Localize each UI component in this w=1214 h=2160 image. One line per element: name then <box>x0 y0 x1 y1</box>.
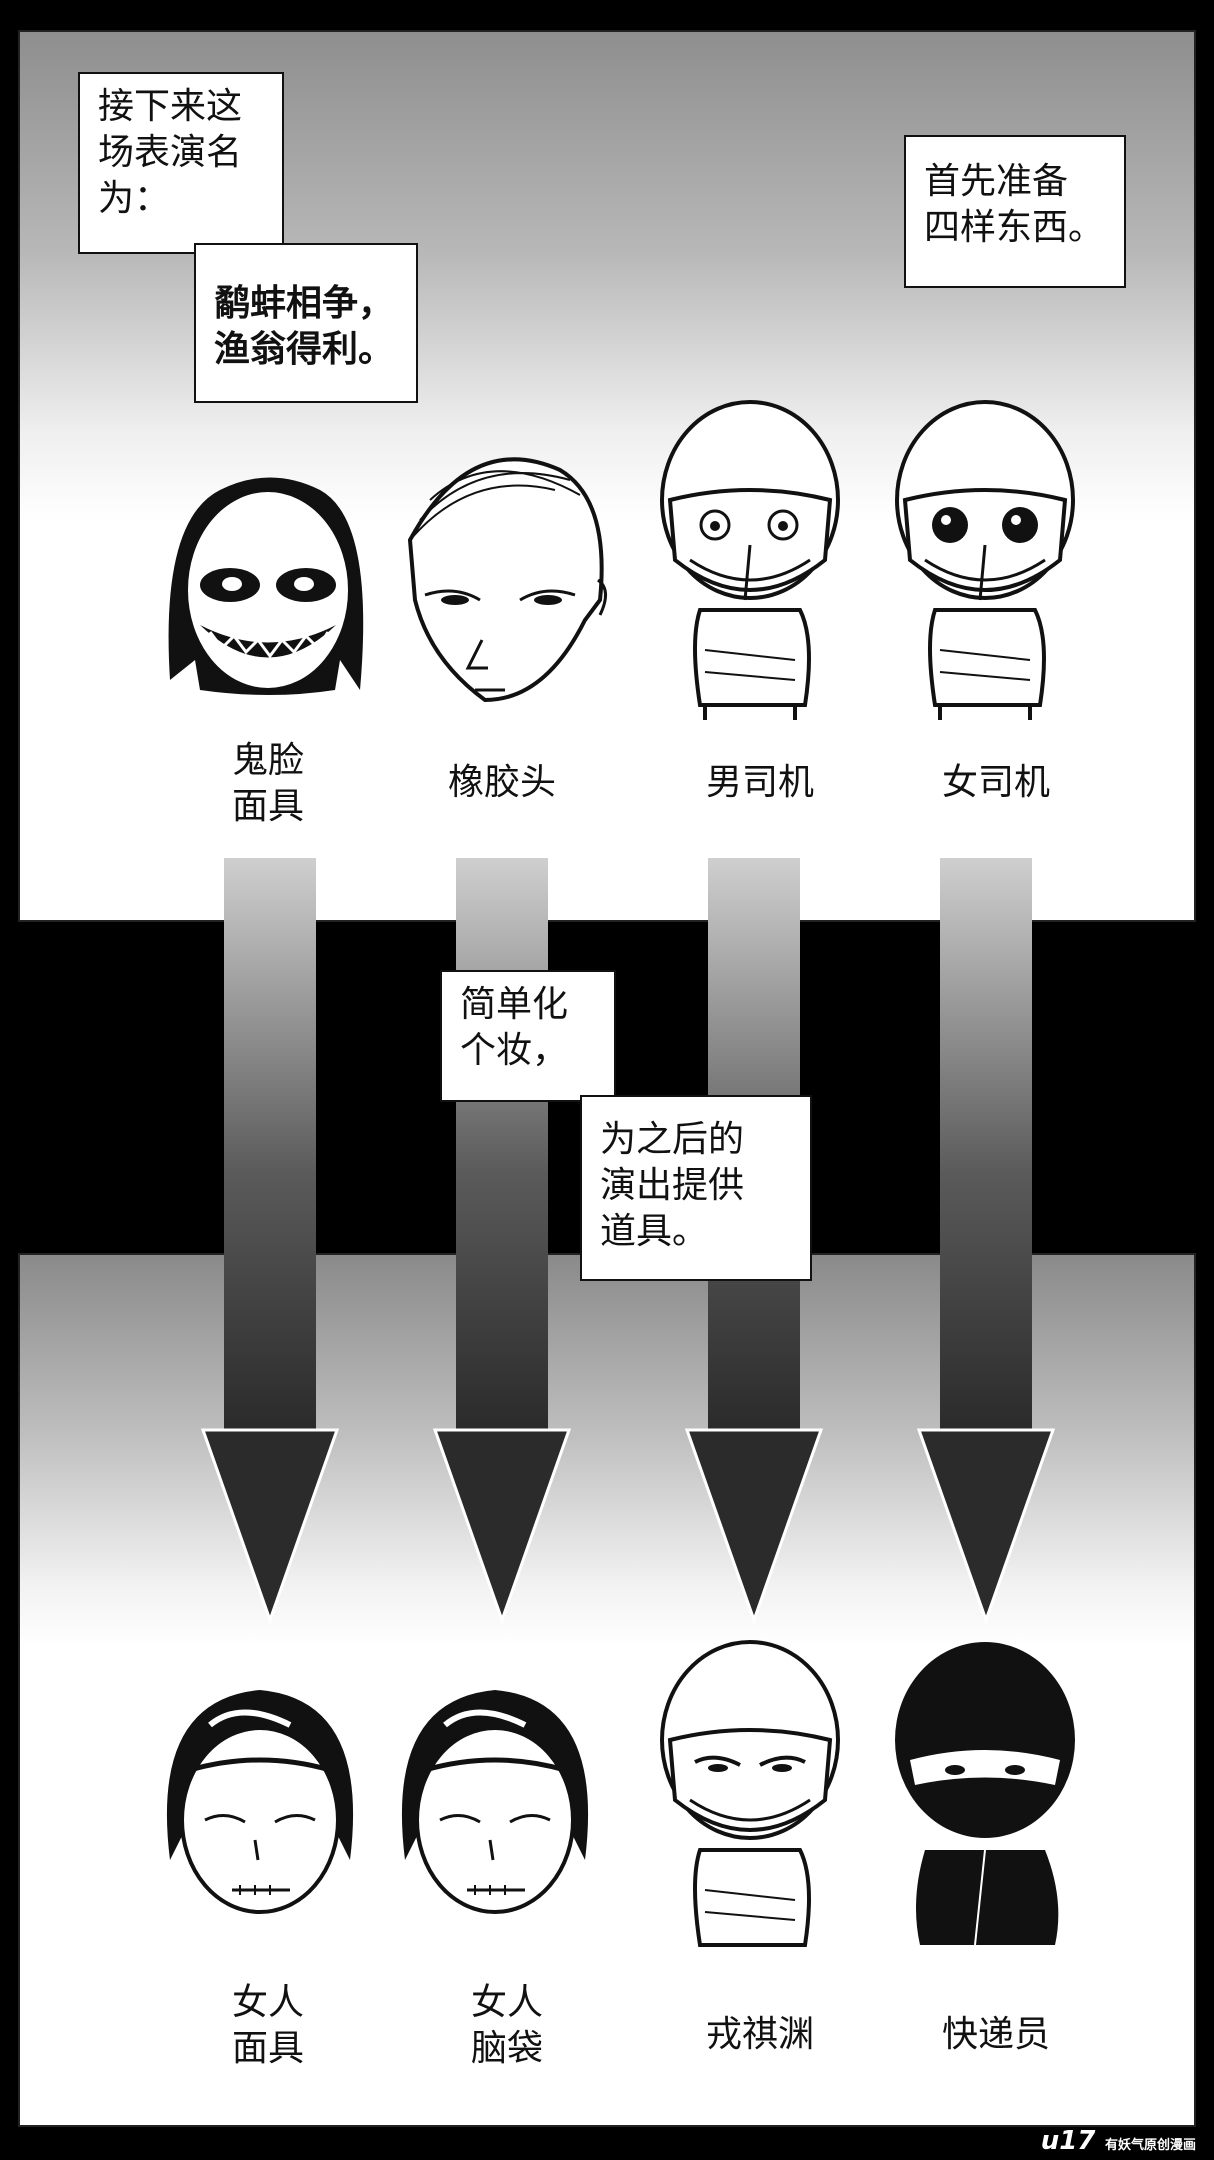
label-male-driver: 男司机 <box>705 762 814 803</box>
male-driver-illustration <box>660 400 840 720</box>
caption-performance-intro: 接下来这 场表演名 为： <box>78 72 284 254</box>
caption-prepare-items: 首先准备 四样东西。 <box>904 135 1126 288</box>
u17-logo: u17 <box>1040 2126 1096 2156</box>
arrow-2 <box>432 858 572 1625</box>
arrow-4 <box>916 858 1056 1625</box>
rubber-head-illustration <box>407 457 607 703</box>
label-woman-head: 女人 脑袋 <box>470 1982 543 2069</box>
courier-illustration <box>895 1642 1075 1946</box>
caption-provide-props: 为之后的 演出提供 道具。 <box>580 1095 812 1281</box>
u17-watermark: u17 有妖气原创漫画 <box>1041 2126 1196 2156</box>
rong-qiyuan-illustration <box>660 1640 840 1947</box>
u17-tagline: 有妖气原创漫画 <box>1104 2138 1196 2153</box>
label-rubber-head: 橡胶头 <box>447 762 556 803</box>
label-ghost-mask: 鬼脸 面具 <box>231 740 304 827</box>
label-woman-mask: 女人 面具 <box>231 1982 304 2069</box>
label-rong-qiyuan: 戎祺渊 <box>705 2014 814 2055</box>
label-female-driver: 女司机 <box>941 762 1050 803</box>
woman-head-illustration <box>401 1690 589 1914</box>
arrow-1 <box>200 858 340 1625</box>
ghost-mask-illustration <box>168 477 364 695</box>
caption-simplify-makeup: 简单化 个妆， <box>440 970 616 1102</box>
label-courier: 快递员 <box>941 2014 1050 2055</box>
caption-performance-title: 鹬蚌相争， 渔翁得利。 <box>194 243 418 403</box>
woman-mask-illustration <box>166 1690 354 1914</box>
female-driver-illustration <box>895 400 1075 720</box>
